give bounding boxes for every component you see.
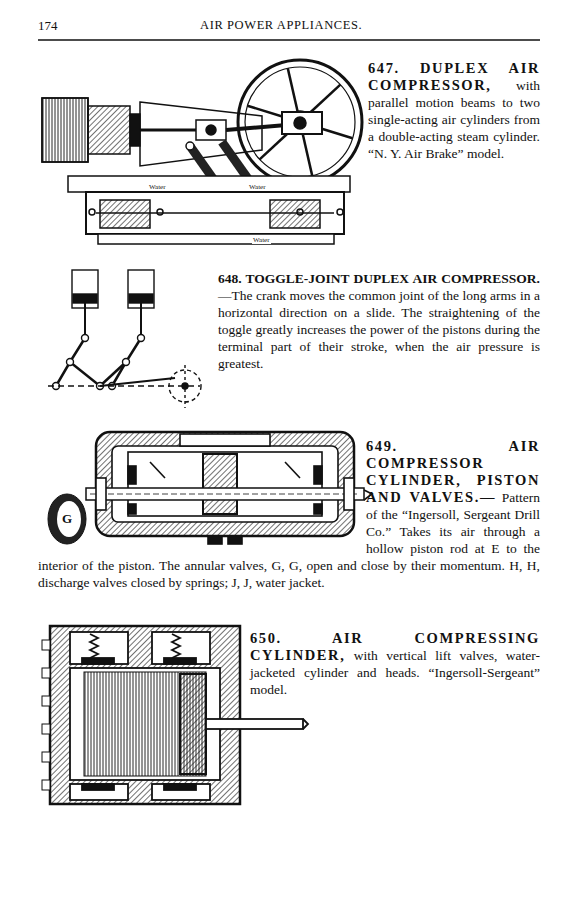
part-label: Water — [248, 183, 267, 191]
header-rule — [38, 39, 540, 40]
text-wrap-spacer — [38, 438, 366, 552]
part-label: Water — [148, 183, 167, 191]
caption-body: —The crank moves the common joint of the… — [218, 288, 540, 371]
callout-letter: G — [46, 511, 88, 527]
part-label: Water — [252, 236, 271, 244]
figure-caption: 650. AIR COMPRESSING CYLINDER, with vert… — [250, 630, 540, 698]
figure-caption: 648. TOGGLE-JOINT DUPLEX AIR COMPRESSOR.… — [218, 270, 540, 372]
running-head: AIR POWER APPLIANCES. — [200, 18, 362, 33]
figure-caption: 647. DUPLEX AIR COMPRESSOR, with paralle… — [368, 60, 540, 162]
caption-body: Pattern of the “Ingersoll, Sergeant Dril… — [38, 490, 540, 590]
toggle-compressor-figure — [48, 270, 201, 408]
duplex-compressor-figure — [42, 60, 362, 244]
page-number: 174 — [38, 18, 58, 34]
valve-ring: G — [46, 492, 88, 546]
caption-heading: 648. TOGGLE-JOINT DUPLEX AIR COMPRESSOR. — [218, 271, 540, 286]
cylinder-piston-figure — [86, 432, 372, 544]
figure-caption: 649. AIR COMPRESSOR CYLINDER, PISTON AND… — [38, 438, 540, 591]
caption-heading: 647. DUPLEX AIR COMPRESSOR, — [368, 60, 540, 93]
